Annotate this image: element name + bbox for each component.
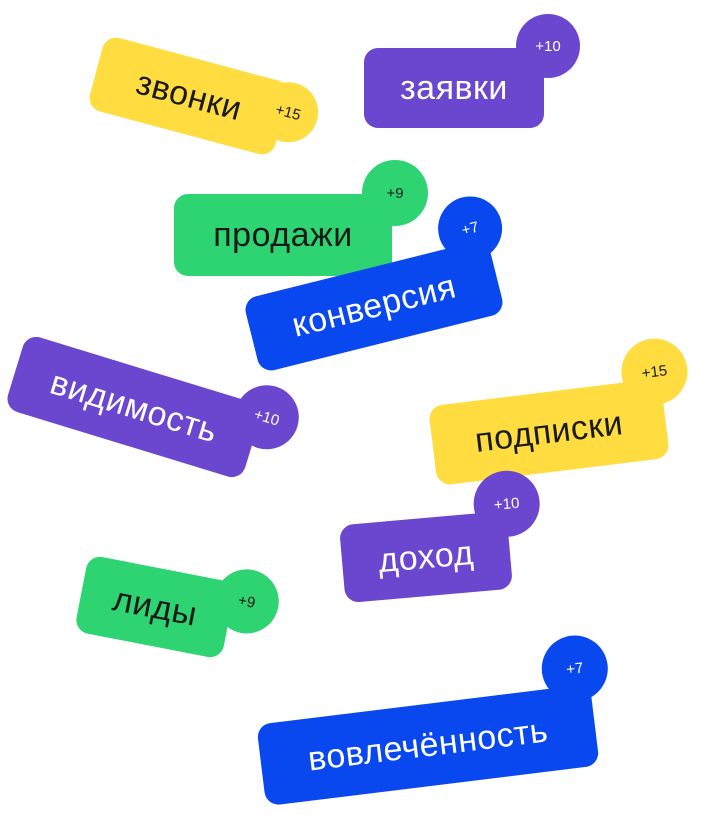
tag-label: видимость	[4, 333, 264, 481]
tag-podpiski: подписки +15	[427, 334, 692, 486]
tag-vidimost: видимость +10	[4, 333, 307, 481]
tag-lidy: лиды +9	[73, 554, 285, 660]
tag-prodazhi: продажи +9	[174, 160, 428, 276]
tag-dohod: доход +10	[338, 468, 543, 604]
tag-label: продажи	[174, 194, 392, 276]
tag-zvonki: звонки +15	[86, 34, 325, 158]
tag-label: лиды	[73, 554, 237, 660]
tag-label: заявки	[364, 48, 544, 128]
tag-badge: +9	[362, 160, 428, 226]
tag-vovlechennost: вовлечённость +7	[256, 631, 612, 807]
tag-zayavki: заявки +10	[364, 14, 580, 128]
tag-label: вовлечённость	[256, 683, 600, 807]
tag-badge: +10	[516, 14, 580, 78]
tag-label: звонки	[86, 34, 292, 158]
